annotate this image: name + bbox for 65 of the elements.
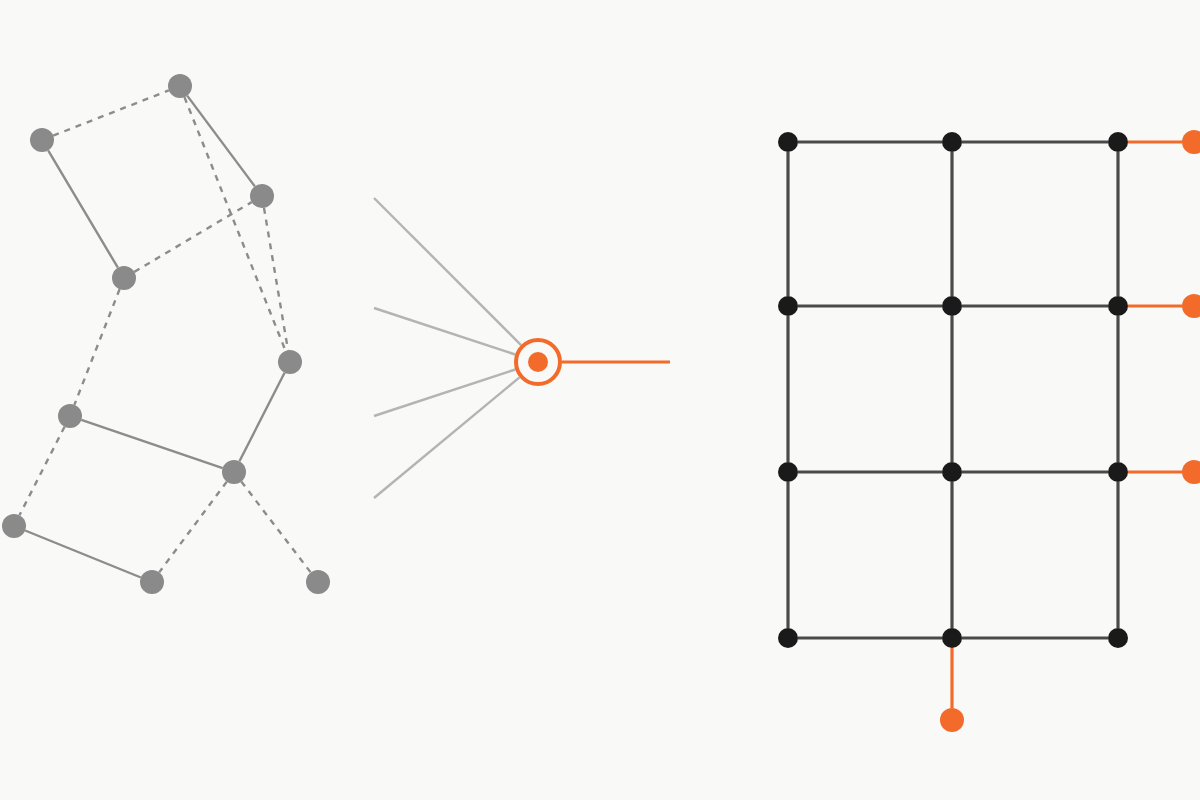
grid-node (1108, 462, 1128, 482)
connector-line (238, 372, 286, 462)
graph-node (278, 350, 302, 374)
connector-line (798, 636, 942, 640)
grid-node (778, 132, 798, 152)
grid-node (942, 132, 962, 152)
connector-line (950, 152, 954, 296)
connector-line (1116, 316, 1120, 462)
connector-line (962, 140, 1108, 144)
connector-line (373, 197, 522, 346)
connector-line (962, 636, 1108, 640)
connector-line (1128, 140, 1182, 144)
connector-line (798, 140, 942, 144)
graph-node (250, 184, 274, 208)
connector-line (950, 316, 954, 462)
output-node (1182, 294, 1200, 318)
grid-node (1108, 296, 1128, 316)
graph-node (58, 404, 82, 428)
graph-node (30, 128, 54, 152)
output-node (940, 708, 964, 732)
connector-line (786, 482, 790, 628)
connector-line (786, 316, 790, 462)
dashed-connector (18, 426, 66, 516)
connector-line (1116, 152, 1120, 296)
connector-line (1128, 470, 1182, 474)
connector-line (798, 470, 942, 474)
output-node (1182, 130, 1200, 154)
connector-line (798, 304, 942, 308)
target-node (514, 338, 562, 386)
graph-node (2, 514, 26, 538)
dashed-connector (158, 480, 228, 574)
graph-node (140, 570, 164, 594)
connector-line (80, 418, 224, 470)
connector-line (1128, 304, 1182, 308)
connector-line (562, 360, 670, 364)
graph-node (168, 74, 192, 98)
graph-node (112, 266, 136, 290)
grid-node (942, 462, 962, 482)
connector-line (47, 149, 119, 269)
grid-node (778, 628, 798, 648)
connector-line (373, 376, 521, 499)
connector-line (186, 94, 256, 188)
connector-line (24, 529, 142, 579)
connector-line (950, 648, 954, 708)
dashed-connector (183, 96, 287, 352)
graph-node (306, 570, 330, 594)
connector-line (962, 304, 1108, 308)
grid-node (942, 628, 962, 648)
connector-line (950, 482, 954, 628)
dashed-connector (73, 288, 121, 406)
graph-node (222, 460, 246, 484)
grid-node (942, 296, 962, 316)
grid-node (1108, 132, 1128, 152)
connector-line (373, 306, 516, 356)
connector-line (786, 152, 790, 296)
grid-node (778, 296, 798, 316)
dashed-connector (133, 201, 253, 273)
connector-line (1116, 482, 1120, 628)
connector-line (373, 368, 516, 418)
grid-node (1108, 628, 1128, 648)
dashed-connector (52, 89, 170, 137)
output-node (1182, 460, 1200, 484)
connector-line (962, 470, 1108, 474)
grid-node (778, 462, 798, 482)
dashed-connector (240, 480, 312, 574)
